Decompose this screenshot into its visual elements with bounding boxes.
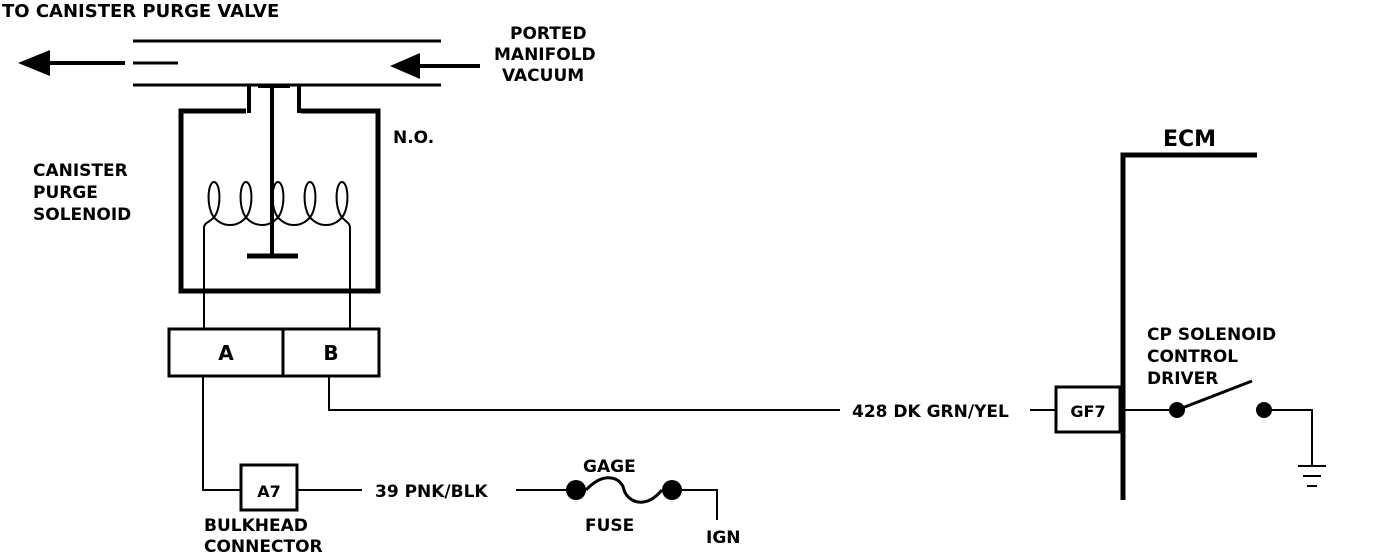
label-ecm: ECM — [1163, 127, 1216, 152]
inflow-arrow — [390, 53, 480, 79]
label-pin-a7: A7 — [257, 482, 281, 501]
bulkhead-pin-box — [239, 463, 299, 512]
label-driver-line2: CONTROL — [1147, 347, 1238, 367]
label-bulkhead-line2: CONNECTOR — [204, 537, 323, 556]
label-solenoid-line2: PURGE — [33, 183, 98, 203]
label-solenoid-line3: SOLENOID — [33, 205, 131, 225]
wire-terminal-b — [328, 376, 840, 411]
outflow-arrow — [18, 50, 125, 76]
label-bulkhead-line1: BULKHEAD — [204, 516, 308, 536]
label-driver-line1: CP SOLENOID — [1147, 325, 1276, 345]
label-terminal-a: A — [218, 341, 234, 365]
wire-terminal-a — [202, 376, 241, 491]
label-ign: IGN — [706, 528, 741, 548]
fuse-terminal-right — [662, 480, 682, 500]
fuse-terminal-left — [566, 480, 586, 500]
label-fuse: FUSE — [585, 516, 634, 536]
label-manifold: MANIFOLD — [494, 45, 596, 65]
label-terminal-b: B — [323, 341, 338, 365]
label-vacuum: VACUUM — [502, 66, 584, 86]
coil-winding — [203, 180, 351, 229]
terminal-b-box — [281, 327, 381, 378]
label-wire-39: 39 PNK/BLK — [375, 482, 488, 502]
switch-arm — [1176, 379, 1253, 412]
label-to-valve: TO CANISTER PURGE VALVE — [2, 1, 279, 22]
switch-contact-right — [1256, 402, 1272, 418]
label-gage: GAGE — [583, 457, 636, 477]
label-solenoid-line1: CANISTER — [33, 161, 128, 181]
fuse-element — [584, 476, 664, 504]
ground-icon — [1298, 465, 1326, 487]
ecm-boundary — [1120, 152, 1257, 500]
solenoid-housing — [178, 108, 381, 294]
wire-ign — [682, 489, 718, 520]
label-wire-428: 428 DK GRN/YEL — [852, 402, 1009, 422]
label-driver-line3: DRIVER — [1147, 369, 1218, 389]
label-normally-open: N.O. — [393, 128, 434, 148]
label-pin-gf7: GF7 — [1070, 402, 1105, 421]
label-ported: PORTED — [510, 24, 587, 44]
wire-ground — [1272, 409, 1313, 466]
